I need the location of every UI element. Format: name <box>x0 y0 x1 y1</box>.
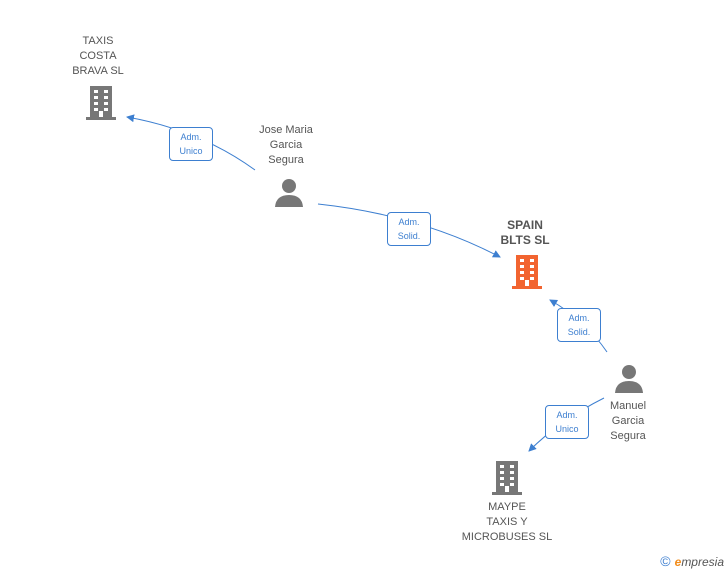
copyright-icon: © <box>660 553 671 569</box>
building-icon[interactable] <box>85 84 117 120</box>
building-icon[interactable] <box>511 253 543 289</box>
node-label-maype: MAYPE TAXIS Y MICROBUSES SL <box>461 501 553 543</box>
brand-logo[interactable]: empresia <box>674 555 724 569</box>
node-label-spain-blts: SPAIN BLTS SL <box>500 218 550 247</box>
edge-label-manuel-to-spain: Adm. Solid. <box>557 308 601 342</box>
node-label-manuel: Manuel Garcia Segura <box>609 400 647 442</box>
copyright-footer: ©empresia <box>660 553 724 569</box>
building-icon[interactable] <box>491 459 523 495</box>
person-icon[interactable] <box>614 364 644 394</box>
node-label-taxis-costa-brava: TAXIS COSTA BRAVA SL <box>72 35 124 77</box>
edge-label-jose-to-spain: Adm. Solid. <box>387 212 431 246</box>
person-icon[interactable] <box>274 178 304 208</box>
edge-label-jose-to-taxis: Adm. Unico <box>169 127 213 161</box>
edge-label-manuel-to-maype: Adm. Unico <box>545 405 589 439</box>
node-label-jose-maria: Jose Maria Garcia Segura <box>259 124 313 166</box>
